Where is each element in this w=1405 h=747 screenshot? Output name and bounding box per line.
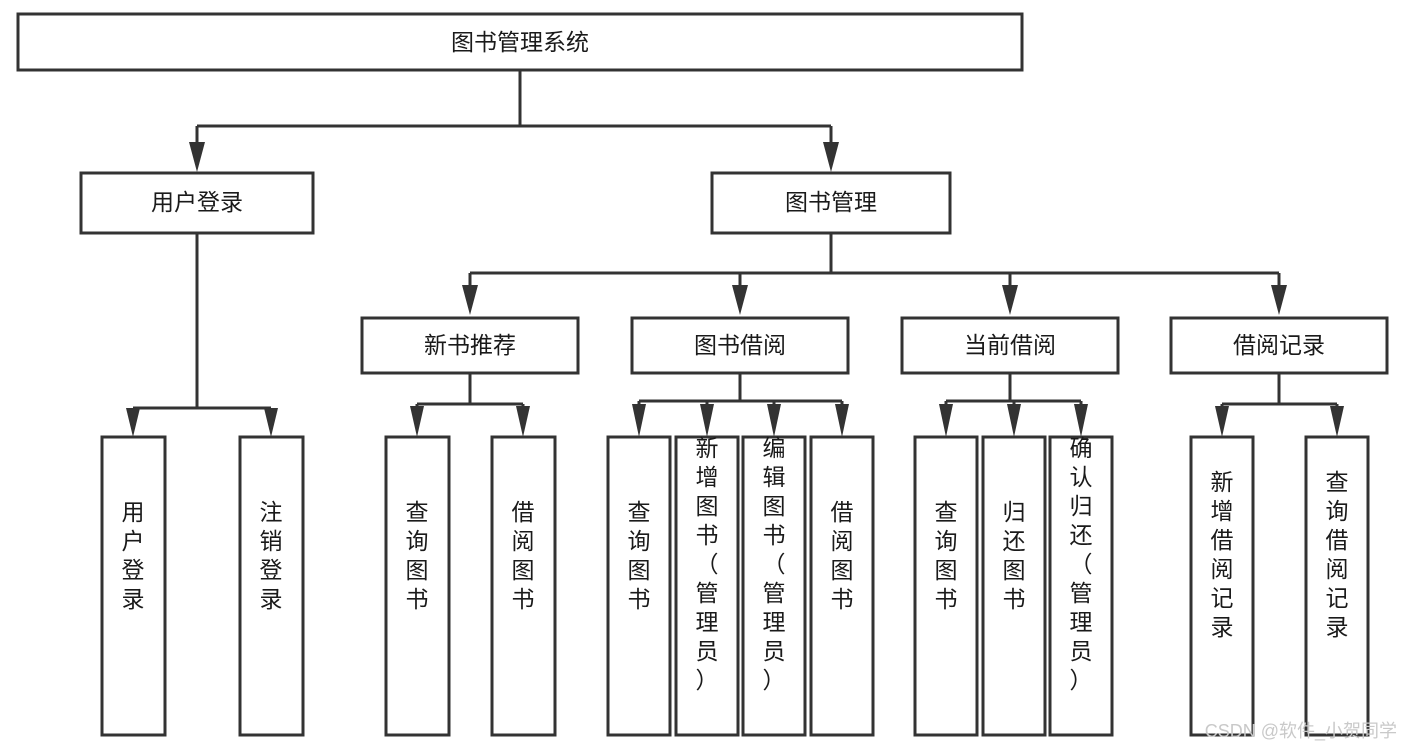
node-leaf-confirm-return-label: 确认归还（管理员） xyxy=(1070,435,1093,693)
node-leaf-return-book-box[interactable] xyxy=(981,435,1047,737)
node-leaf-borrow-book-2-box[interactable] xyxy=(809,435,875,737)
connector-group-user-login xyxy=(126,233,278,437)
node-leaf-query-book-1-label: 查询图书 xyxy=(406,499,429,612)
node-leaf-query-book-1-box[interactable] xyxy=(384,435,451,737)
node-leaf-borrow-book-2-label: 借阅图书 xyxy=(831,499,854,612)
arrowhead-leaf-user-logout xyxy=(264,408,278,437)
connector-group-book-manage xyxy=(462,233,1287,315)
node-leaf-add-record-label: 新增借阅记录 xyxy=(1211,469,1234,640)
arrowhead-leaf-borrow-book-1 xyxy=(516,406,530,437)
node-current-borrow[interactable]: 当前借阅 xyxy=(900,316,1120,375)
arrowhead-book-borrow xyxy=(732,285,748,315)
arrowhead-leaf-query-book-3 xyxy=(939,404,953,437)
node-borrow-record[interactable]: 借阅记录 xyxy=(1169,316,1389,375)
arrowhead-leaf-user-login xyxy=(126,408,140,437)
node-leaf-add-book-box[interactable] xyxy=(674,435,740,737)
arrowhead-new-book-recommend xyxy=(462,285,478,315)
node-leaf-user-login-box[interactable] xyxy=(100,435,167,737)
node-leaf-add-book[interactable]: 新增图书（管理员） xyxy=(674,435,740,737)
node-current-borrow-box[interactable] xyxy=(900,316,1120,375)
node-leaf-add-record-box[interactable] xyxy=(1189,435,1255,737)
node-book-manage-box[interactable] xyxy=(710,171,952,235)
node-new-book-recommend-box[interactable] xyxy=(360,316,580,375)
node-leaf-user-logout-box[interactable] xyxy=(238,435,305,737)
connector-group-borrow-record xyxy=(1215,373,1344,437)
node-new-book-recommend[interactable]: 新书推荐 xyxy=(360,316,580,375)
node-leaf-user-login-label: 用户登录 xyxy=(122,499,145,612)
node-leaf-query-record-label: 查询借阅记录 xyxy=(1326,469,1349,640)
node-book-manage-label: 图书管理 xyxy=(785,189,877,215)
node-leaf-query-book-2-box[interactable] xyxy=(606,435,672,737)
node-leaf-query-book-2-label: 查询图书 xyxy=(628,499,651,612)
node-book-borrow[interactable]: 图书借阅 xyxy=(630,316,850,375)
arrowhead-current-borrow xyxy=(1002,285,1018,315)
connector-group-current-borrow xyxy=(939,373,1088,437)
node-leaf-query-book-3[interactable]: 查询图书 xyxy=(913,435,979,737)
connector-group-root xyxy=(189,70,839,172)
node-leaf-add-book-label: 新增图书（管理员） xyxy=(696,435,719,693)
node-leaf-edit-book[interactable]: 编辑图书（管理员） xyxy=(741,435,807,737)
node-root[interactable]: 图书管理系统 xyxy=(16,12,1024,72)
node-book-borrow-label: 图书借阅 xyxy=(694,332,786,358)
node-book-borrow-box[interactable] xyxy=(630,316,850,375)
node-leaf-query-book-3-box[interactable] xyxy=(913,435,979,737)
arrowhead-leaf-query-book-2 xyxy=(632,404,646,437)
node-leaf-borrow-book-2[interactable]: 借阅图书 xyxy=(809,435,875,737)
node-leaf-query-record[interactable]: 查询借阅记录 xyxy=(1304,435,1370,737)
arrowhead-leaf-add-book xyxy=(700,404,714,437)
node-leaf-query-book-3-label: 查询图书 xyxy=(935,499,958,612)
node-root-label: 图书管理系统 xyxy=(451,29,589,55)
node-user-login-label: 用户登录 xyxy=(151,189,243,215)
node-leaf-query-record-box[interactable] xyxy=(1304,435,1370,737)
arrowhead-leaf-query-book-1 xyxy=(410,406,424,437)
arrowhead-leaf-query-record xyxy=(1330,406,1344,437)
arrowhead-leaf-borrow-book-2 xyxy=(835,404,849,437)
arrowhead-leaf-confirm-return xyxy=(1074,404,1088,437)
node-leaf-borrow-book-1[interactable]: 借阅图书 xyxy=(490,435,557,737)
node-user-login-box[interactable] xyxy=(79,171,315,235)
node-leaf-user-login[interactable]: 用户登录 xyxy=(100,435,167,737)
node-leaf-user-logout-label: 注销登录 xyxy=(260,499,283,612)
node-leaf-confirm-return-box[interactable] xyxy=(1048,435,1114,737)
node-leaf-return-book[interactable]: 归还图书 xyxy=(981,435,1047,737)
node-user-login[interactable]: 用户登录 xyxy=(79,171,315,235)
node-book-manage[interactable]: 图书管理 xyxy=(710,171,952,235)
arrowhead-borrow-record xyxy=(1271,285,1287,315)
node-leaf-confirm-return[interactable]: 确认归还（管理员） xyxy=(1048,435,1114,737)
node-leaf-query-book-1[interactable]: 查询图书 xyxy=(384,435,451,737)
node-leaf-edit-book-box[interactable] xyxy=(741,435,807,737)
arrowhead-leaf-add-record xyxy=(1215,406,1229,437)
arrowhead-book-manage xyxy=(823,142,839,172)
connector-group-new-book-recommend xyxy=(410,373,530,437)
node-borrow-record-box[interactable] xyxy=(1169,316,1389,375)
node-current-borrow-label: 当前借阅 xyxy=(964,332,1056,358)
node-leaf-user-logout[interactable]: 注销登录 xyxy=(238,435,305,737)
node-leaf-add-record[interactable]: 新增借阅记录 xyxy=(1189,435,1255,737)
node-new-book-recommend-label: 新书推荐 xyxy=(424,332,516,358)
node-borrow-record-label: 借阅记录 xyxy=(1233,332,1325,358)
node-root-box[interactable] xyxy=(16,12,1024,72)
node-leaf-edit-book-label: 编辑图书（管理员） xyxy=(763,435,786,693)
arrowhead-leaf-return-book xyxy=(1007,404,1021,437)
node-leaf-borrow-book-1-box[interactable] xyxy=(490,435,557,737)
arrowhead-user-login xyxy=(189,142,205,172)
connector-group-book-borrow xyxy=(632,373,849,437)
node-leaf-return-book-label: 归还图书 xyxy=(1003,499,1026,612)
node-leaf-borrow-book-1-label: 借阅图书 xyxy=(512,499,535,612)
node-leaf-query-book-2[interactable]: 查询图书 xyxy=(606,435,672,737)
arrowhead-leaf-edit-book xyxy=(767,404,781,437)
csdn-watermark: CSDN @软件_小贺同学 xyxy=(1204,721,1397,741)
